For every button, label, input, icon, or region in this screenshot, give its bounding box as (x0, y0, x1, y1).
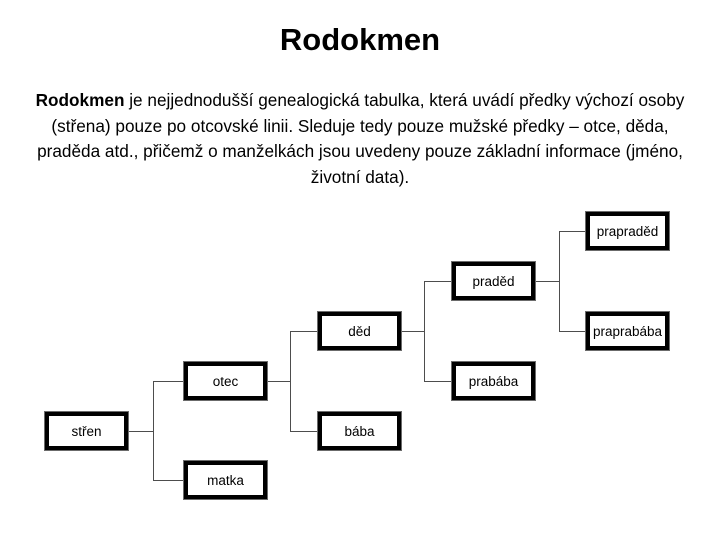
connector-otec-stem (267, 381, 290, 382)
tree-node-label: prapraděd (596, 223, 659, 239)
tree-node-label: děd (348, 323, 371, 339)
tree-node-praded[interactable]: praděd (451, 261, 536, 301)
tree-node-stren[interactable]: střen (44, 411, 129, 451)
connector-praded-to-praprababa (559, 331, 586, 332)
page-title: Rodokmen (279, 22, 441, 57)
connector-stren-to-matka (153, 480, 184, 481)
body-lead-term: Rodokmen (35, 90, 125, 110)
tree-node-label: střen (71, 423, 102, 439)
connector-ded-bus (424, 281, 425, 381)
connector-stren-stem (128, 431, 153, 432)
connector-ded-to-prababa (424, 381, 452, 382)
connector-praded-bus (559, 231, 560, 331)
connector-otec-to-ded (290, 331, 318, 332)
connector-stren-to-otec (153, 381, 184, 382)
tree-node-label: praděd (472, 273, 515, 289)
body-rest-text: je nejjednodušší genealogická tabulka, k… (37, 90, 685, 187)
tree-node-baba[interactable]: bába (317, 411, 402, 451)
tree-node-praprababa[interactable]: praprabába (585, 311, 670, 351)
tree-node-label: praprabába (592, 323, 663, 339)
tree-node-label: otec (212, 373, 239, 389)
connector-otec-bus (290, 331, 291, 431)
tree-node-otec[interactable]: otec (183, 361, 268, 401)
connector-stren-bus (153, 381, 154, 481)
body-paragraph: Rodokmen je nejjednodušší genealogická t… (28, 88, 692, 190)
connector-otec-to-baba (290, 431, 318, 432)
connector-ded-to-praded (424, 281, 452, 282)
tree-node-prapraded[interactable]: prapraděd (585, 211, 670, 251)
connector-praded-to-prapraded (559, 231, 586, 232)
tree-node-matka[interactable]: matka (183, 460, 268, 500)
tree-node-label: bába (344, 423, 375, 439)
connector-praded-stem (535, 281, 559, 282)
tree-node-label: prabába (468, 373, 519, 389)
tree-node-ded[interactable]: děd (317, 311, 402, 351)
connector-ded-stem (401, 331, 424, 332)
tree-node-prababa[interactable]: prabába (451, 361, 536, 401)
tree-node-label: matka (207, 472, 244, 488)
